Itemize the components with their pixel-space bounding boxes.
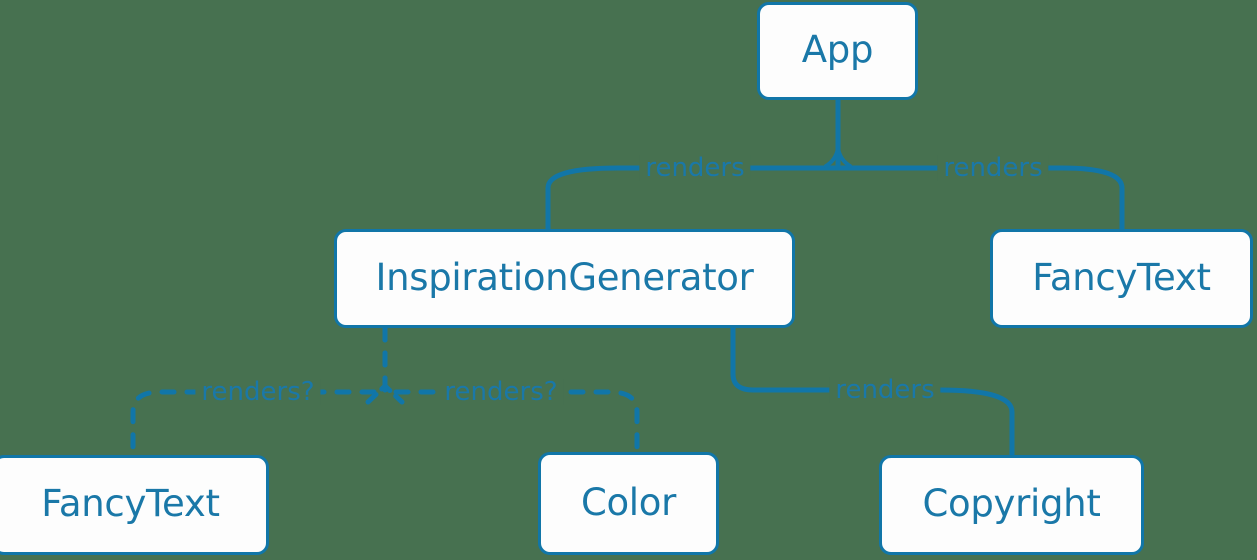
edge-label-app-to-inspirationgenerator: renders <box>639 155 751 181</box>
node-color-label: Color <box>580 480 677 524</box>
node-app[interactable]: App <box>757 2 918 100</box>
node-fancytext-left[interactable]: FancyText <box>0 455 269 555</box>
node-fancytext-right[interactable]: FancyText <box>990 229 1253 328</box>
node-inspirationgenerator[interactable]: InspirationGenerator <box>334 229 795 328</box>
node-app-label: App <box>801 28 874 71</box>
edge-junction-app <box>824 146 852 168</box>
node-fancytext-right-label: FancyText <box>1032 255 1211 299</box>
node-fancytext-left-label: FancyText <box>41 482 220 525</box>
edge-label-inspirationgenerator-to-fancytext-left: renders? <box>195 379 321 405</box>
node-color[interactable]: Color <box>538 452 719 555</box>
edge-label-app-to-fancytext-right: renders <box>937 155 1049 181</box>
edge-label-inspirationgenerator-to-color: renders? <box>438 379 564 405</box>
edge-label-inspirationgenerator-to-copyright: renders <box>829 377 941 403</box>
node-copyright[interactable]: Copyright <box>879 455 1144 555</box>
node-inspirationgenerator-label: InspirationGenerator <box>375 255 754 299</box>
node-copyright-label: Copyright <box>922 482 1101 525</box>
edge-junction-inspirationgenerator <box>365 383 405 405</box>
